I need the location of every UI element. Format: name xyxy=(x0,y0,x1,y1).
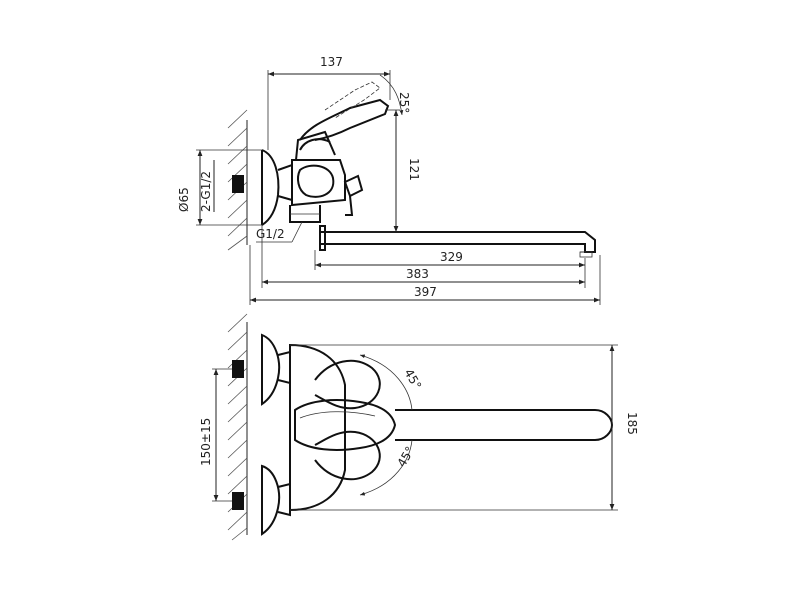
flange-lower xyxy=(261,464,281,536)
inlet-marker-lower xyxy=(232,492,244,510)
dim-25deg-label: 25° xyxy=(397,92,411,113)
flange-upper xyxy=(261,333,281,406)
dim-2g12-label: 2-G1/2 xyxy=(199,171,213,212)
lever-top xyxy=(294,399,397,451)
dim-g12-label: G1/2 xyxy=(256,227,285,241)
side-view: 137 25° 121 Ø65 2-G1/2 G1/2 329 383 xyxy=(177,55,601,305)
dim-329-label: 329 xyxy=(440,250,463,264)
mixer-body xyxy=(291,159,346,207)
lever-handle xyxy=(299,98,390,141)
inlet-thread-marker xyxy=(232,175,244,193)
spout-side xyxy=(319,231,596,253)
diverter-knob xyxy=(343,174,364,198)
wall-flange xyxy=(261,149,280,226)
dim-45-lower-label: 45° xyxy=(394,444,417,469)
dim-150-label: 150±15 xyxy=(199,418,213,466)
top-view: 45° 45° 150±15 185 xyxy=(199,313,639,541)
mixer-body-top xyxy=(289,343,346,512)
dim-185-label: 185 xyxy=(625,412,639,435)
inlet-marker-upper xyxy=(232,360,244,378)
dim-383-label: 383 xyxy=(406,267,429,281)
dim-397-label: 397 xyxy=(414,285,437,299)
dim-121-label: 121 xyxy=(407,158,421,181)
dim-65-label: Ø65 xyxy=(177,187,191,212)
dim-137-label: 137 xyxy=(320,55,343,69)
spout-top xyxy=(395,409,614,441)
